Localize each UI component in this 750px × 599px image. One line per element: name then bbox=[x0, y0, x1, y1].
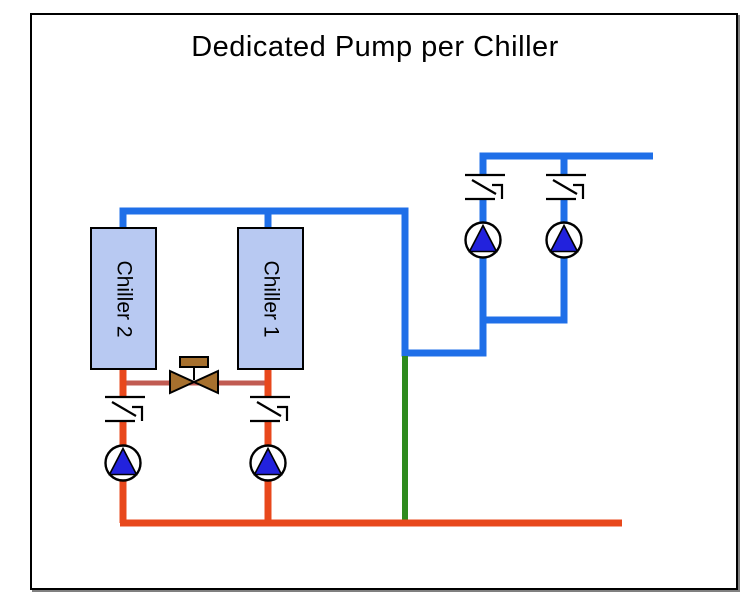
chiller-2-pump-icon bbox=[104, 444, 142, 482]
supply-header-pipe bbox=[119, 199, 487, 357]
chiller-1-check-valve-icon bbox=[248, 395, 292, 423]
chiller-2-box: Chiller 2 bbox=[90, 227, 157, 370]
bypass-valve-icon bbox=[169, 356, 219, 395]
chiller-1-label: Chiller 1 bbox=[259, 259, 283, 338]
chiller-1-pump-icon bbox=[249, 444, 287, 482]
distribution-2-check-valve-icon bbox=[544, 173, 588, 201]
distribution-header-pipe bbox=[479, 152, 653, 175]
diagram-title: Dedicated Pump per Chiller bbox=[191, 31, 559, 63]
chiller-1-box: Chiller 1 bbox=[237, 227, 304, 370]
chiller-2-check-valve-icon bbox=[103, 395, 147, 423]
distribution-pump-2-drop bbox=[483, 199, 568, 324]
distribution-pump-1-icon bbox=[464, 221, 502, 259]
chiller-2-label: Chiller 2 bbox=[112, 259, 136, 338]
distribution-1-check-valve-icon bbox=[463, 173, 507, 201]
distribution-pump-2-icon bbox=[545, 221, 583, 259]
